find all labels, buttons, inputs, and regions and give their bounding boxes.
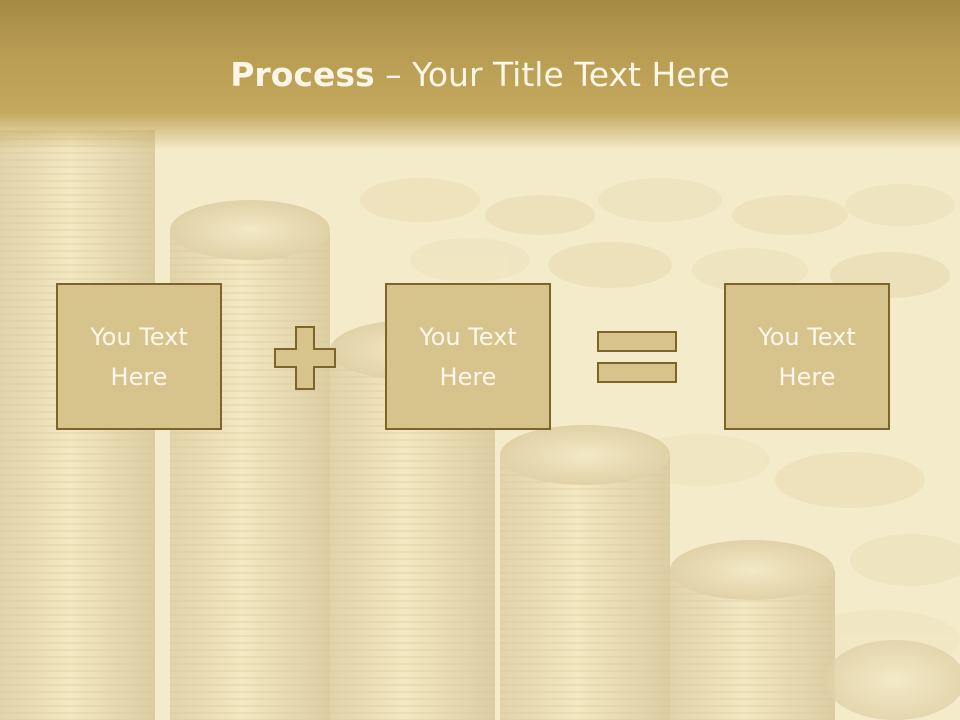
title-bold-part: Process <box>230 55 375 94</box>
plus-icon <box>274 326 336 390</box>
slide-title[interactable]: Process – Your Title Text Here <box>0 50 960 100</box>
process-box-3-text: You Text Here <box>758 322 856 391</box>
process-box-2-text: You Text Here <box>419 322 517 391</box>
title-band <box>0 0 960 150</box>
equals-bottom-bar <box>597 362 677 383</box>
title-rest-part: – Your Title Text Here <box>374 55 730 94</box>
equals-top-bar <box>597 331 677 352</box>
process-box-1-text: You Text Here <box>90 322 188 391</box>
equals-icon <box>597 331 677 383</box>
process-box-2[interactable]: You Text Here <box>385 283 551 430</box>
process-box-1[interactable]: You Text Here <box>56 283 222 430</box>
process-box-3[interactable]: You Text Here <box>724 283 890 430</box>
